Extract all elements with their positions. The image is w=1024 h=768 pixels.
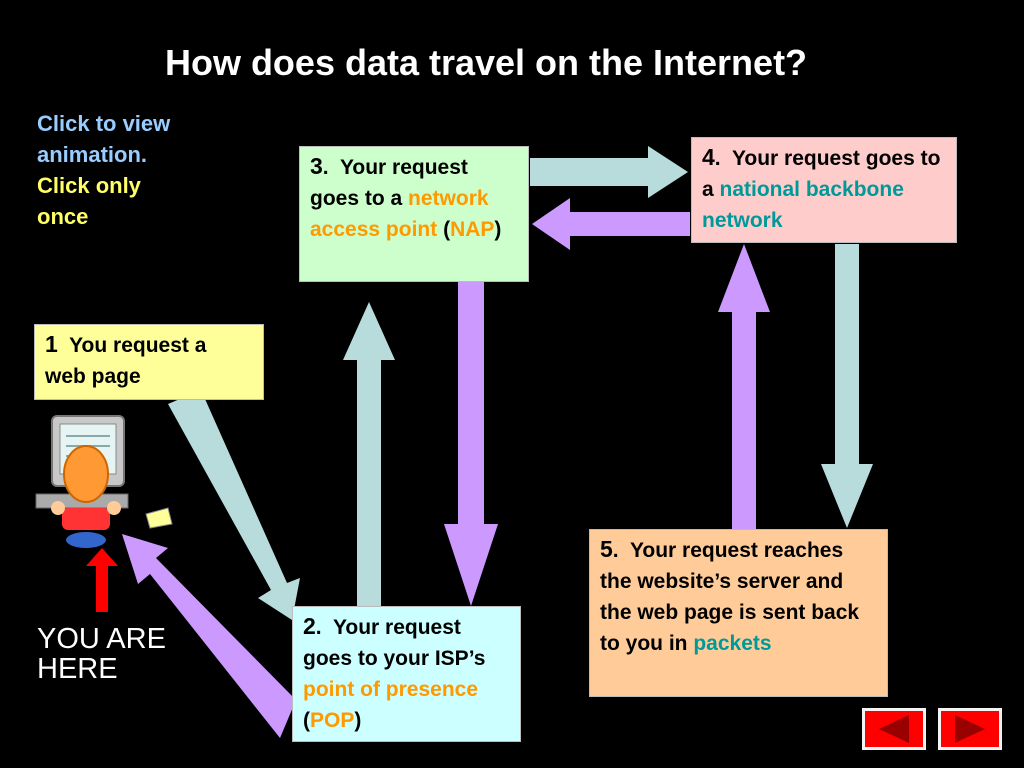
nap-acronym: NAP	[450, 218, 495, 241]
arrow-4-to-5	[821, 244, 873, 528]
animation-hint: Click to view animation.	[37, 111, 171, 167]
next-slide-button[interactable]	[938, 708, 1002, 750]
person-at-computer-icon	[35, 415, 173, 548]
backbone-term: national backbone network	[702, 178, 904, 232]
arrow-5-to-4	[718, 244, 770, 530]
pop-term: point of presence	[303, 678, 479, 701]
step-1-box: 1 You request a web page	[34, 324, 264, 400]
arrow-2-to-3	[343, 302, 395, 606]
step-number: 3	[310, 153, 323, 179]
nap-term: network access point	[310, 187, 489, 241]
slide-title: How does data travel on the Internet?	[164, 42, 808, 83]
arrow-2-to-1	[122, 534, 296, 738]
previous-slide-button[interactable]	[862, 708, 926, 750]
step-5-box: 5. Your request reaches the website’s se…	[589, 529, 888, 697]
click-once-hint: Click only once	[37, 173, 141, 229]
previous-slide-icon	[879, 715, 909, 743]
step-number: 5	[600, 536, 613, 562]
pop-acronym: POP	[310, 709, 355, 732]
step-3-box: 3. Your request goes to a network access…	[299, 146, 529, 282]
step-2-box: 2. Your request goes to your ISP’s point…	[292, 606, 521, 742]
arrow-1-to-2	[168, 390, 300, 620]
you-are-here-label: YOU ARE HERE	[37, 623, 166, 685]
step-number: 2	[303, 613, 316, 639]
next-slide-icon	[955, 715, 985, 743]
step-text: You request a web page	[45, 334, 207, 388]
arrow-4-to-3	[532, 198, 690, 250]
step-number: 1	[45, 331, 58, 357]
red-up-arrow-icon	[86, 548, 118, 612]
arrow-3-to-2	[444, 282, 498, 606]
packets-term: packets	[693, 632, 772, 655]
arrow-3-to-4	[530, 146, 688, 198]
step-4-box: 4. Your request goes to a national backb…	[691, 137, 957, 243]
step-number: 4	[702, 144, 715, 170]
